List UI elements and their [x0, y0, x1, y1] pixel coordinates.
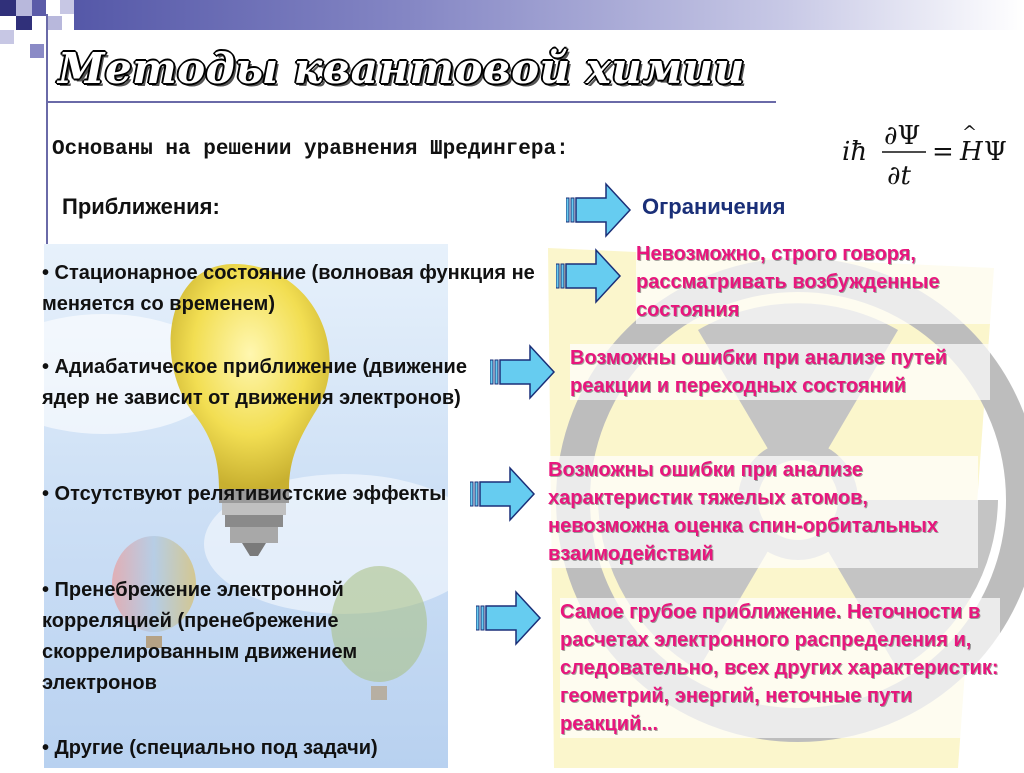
header-square [16, 16, 32, 30]
title-underline [46, 101, 776, 103]
slide-title: Методы квантовой химии [58, 44, 745, 93]
svg-text:∂Ψ: ∂Ψ [884, 121, 920, 151]
approximation-item: • Другие (специально под задачи) [42, 737, 378, 759]
approximation-item: • Стационарное состояние (волновая функц… [42, 262, 535, 315]
arrow-right-icon [555, 248, 622, 309]
header-square [0, 0, 16, 16]
limitation-item: Возможны ошибки при анализе характеристи… [548, 456, 978, 568]
limitation-item: Возможны ошибки при анализе путей реакци… [570, 344, 990, 400]
subtitle: Основаны на решении уравнения Шредингера… [52, 138, 569, 161]
limitation-item: Самое грубое приближение. Неточности в р… [560, 598, 1000, 738]
limitation-item: Невозможно, строго говоря, рассматривать… [636, 240, 1008, 324]
svg-text:iħ: iħ [842, 137, 867, 167]
schrodinger-equation: iħ ∂Ψ ∂t = H ^ Ψ [840, 110, 1020, 199]
svg-text:^: ^ [962, 122, 977, 143]
arrow-right-icon [469, 466, 536, 527]
arrow-right-icon [489, 344, 556, 405]
approximation-item: • Адиабатическое приближение (движение я… [42, 356, 467, 409]
svg-text:∂t: ∂t [887, 161, 911, 191]
light-bulb-illustration [0, 244, 484, 768]
header-square [60, 0, 74, 14]
svg-text:=: = [932, 137, 954, 167]
limitations-heading: Ограничения [642, 194, 786, 219]
header-square [0, 30, 14, 44]
header-bar [74, 0, 1024, 30]
approximation-item: • Пренебрежение электронной корреляцией … [42, 579, 358, 694]
approximations-heading: Приближения: [62, 194, 220, 219]
arrow-right-icon [565, 182, 632, 243]
header-square [30, 44, 44, 58]
svg-text:H: H [959, 137, 984, 167]
header-square [48, 16, 62, 30]
arrow-right-icon [475, 590, 542, 651]
svg-text:Ψ: Ψ [984, 137, 1007, 167]
approximation-item: • Отсутствуют релятивистские эффекты [42, 483, 447, 505]
header-square [32, 0, 46, 16]
header-square [16, 0, 32, 16]
